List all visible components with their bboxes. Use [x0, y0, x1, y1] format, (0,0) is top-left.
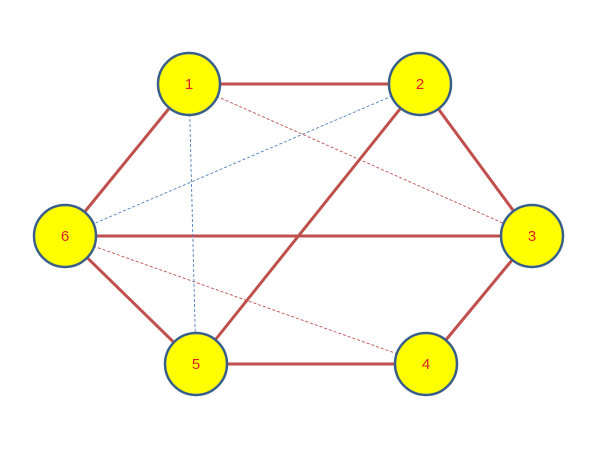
- node-1: 1: [156, 51, 222, 117]
- node-label-5: 5: [192, 356, 200, 373]
- node-circle-3: [499, 203, 565, 269]
- node-2: 2: [387, 51, 453, 117]
- node-3: 3: [499, 203, 565, 269]
- nodes-layer: 1 2 3 4 5 6: [32, 51, 565, 397]
- node-label-6: 6: [61, 228, 69, 245]
- node-circle-4: [393, 331, 459, 397]
- edge-2-5: [194, 83, 422, 365]
- node-4: 4: [393, 331, 459, 397]
- node-label-4: 4: [422, 356, 430, 373]
- node-circle-6: [32, 203, 98, 269]
- node-6: 6: [32, 203, 98, 269]
- node-5: 5: [163, 331, 229, 397]
- edge-1-5: [188, 83, 197, 365]
- edge-6-1: [63, 83, 191, 237]
- node-circle-1: [156, 51, 222, 117]
- edges-layer: [63, 82, 534, 366]
- edge-1-3: [188, 83, 533, 237]
- node-circle-2: [387, 51, 453, 117]
- edge-6-4: [64, 235, 427, 365]
- node-circle-5: [163, 331, 229, 397]
- node-label-1: 1: [185, 76, 193, 93]
- node-label-3: 3: [528, 228, 536, 245]
- edge-2-6: [64, 83, 421, 237]
- node-label-2: 2: [416, 76, 424, 93]
